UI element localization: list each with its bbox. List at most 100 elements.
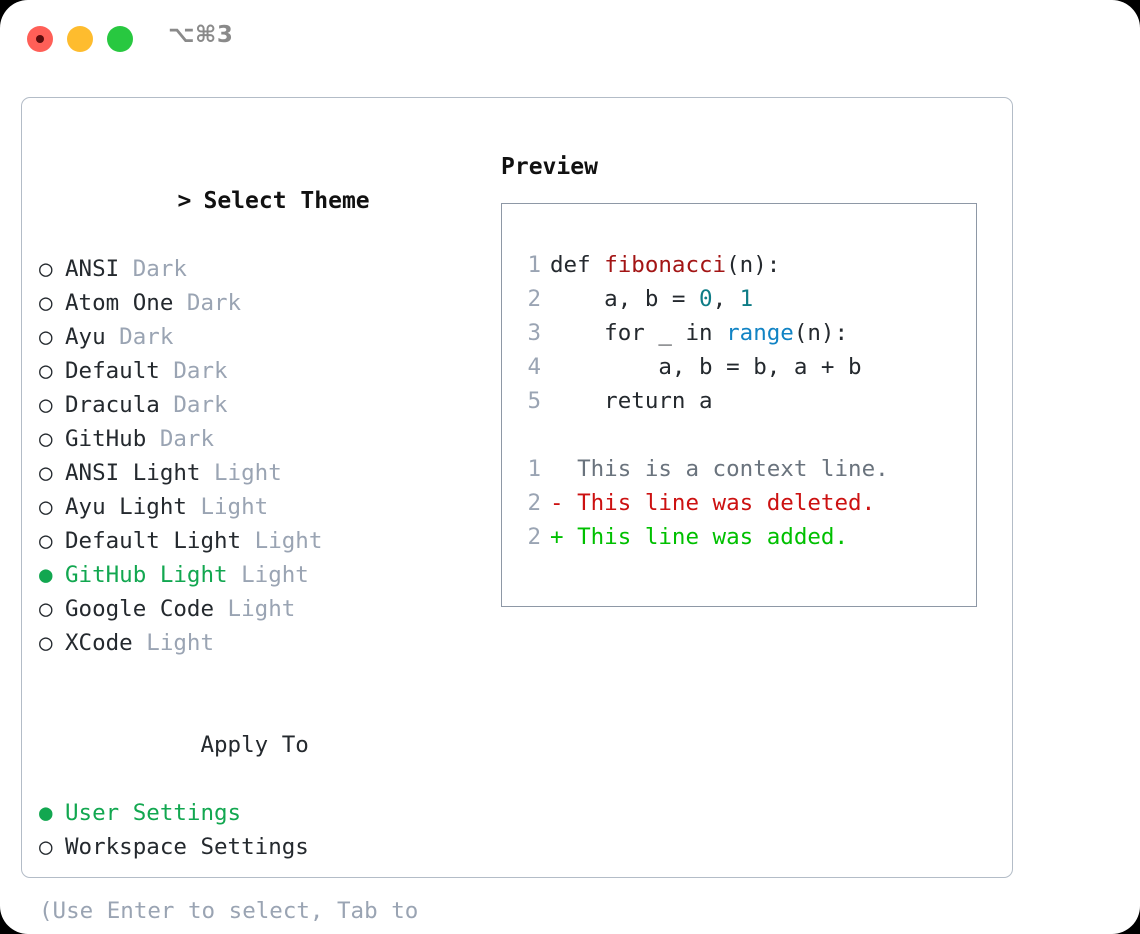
line-number: 3 bbox=[527, 320, 541, 346]
theme-name: ANSI Light bbox=[65, 460, 201, 486]
theme-kind-badge: Light bbox=[227, 562, 309, 588]
line-number: 2 bbox=[527, 490, 541, 516]
apply-to-option[interactable]: ●User Settings bbox=[39, 796, 489, 830]
prompt-caret-icon: > bbox=[177, 188, 192, 214]
title-bar: ⌥⌘3 bbox=[0, 0, 1140, 78]
line-number: 4 bbox=[527, 354, 541, 380]
code-token-plain: a, b = bbox=[550, 286, 700, 312]
line-number: 1 bbox=[527, 456, 541, 482]
radio-unselected-icon: ○ bbox=[39, 460, 53, 486]
diff-text: This line was deleted. bbox=[577, 490, 876, 516]
theme-kind-badge: Light bbox=[186, 494, 269, 520]
radio-unselected-icon: ○ bbox=[39, 392, 53, 418]
window-controls bbox=[27, 26, 133, 52]
line-number: 1 bbox=[527, 252, 541, 278]
code-line: 2 a, b = 0, 1 bbox=[515, 282, 970, 316]
radio-unselected-icon: ○ bbox=[39, 358, 53, 384]
theme-picker-column: >Select Theme ○ANSI Dark○Atom One Dark○A… bbox=[39, 150, 489, 934]
page-title-text: Select Theme bbox=[203, 188, 370, 214]
theme-list-item[interactable]: ○Default Light Light bbox=[39, 524, 489, 558]
code-token-plain: for _ in bbox=[550, 320, 727, 346]
theme-list-item[interactable]: ○ Default Dark bbox=[39, 354, 489, 388]
code-token-plain: (n): bbox=[793, 320, 849, 346]
code-token-plain: return a bbox=[550, 388, 713, 414]
radio-unselected-icon: ○ bbox=[39, 426, 53, 452]
line-number: 2 bbox=[527, 524, 541, 550]
theme-kind-badge: Dark bbox=[159, 392, 228, 418]
theme-list-item[interactable]: ○Ayu Light Light bbox=[39, 490, 489, 524]
theme-name: GitHub bbox=[65, 426, 147, 452]
theme-list-item[interactable]: ○ GitHub Dark bbox=[39, 422, 489, 456]
maximize-button[interactable] bbox=[107, 26, 133, 52]
theme-name: Google Code bbox=[65, 596, 215, 622]
radio-unselected-icon: ○ bbox=[39, 596, 53, 622]
theme-list-item[interactable]: ○ Ayu Dark bbox=[39, 320, 489, 354]
code-token-builtin: range bbox=[726, 320, 794, 346]
theme-name: ANSI bbox=[65, 256, 120, 282]
radio-unselected-icon: ○ bbox=[39, 630, 53, 656]
apply-to-list: ●User Settings ○ Workspace Settings bbox=[39, 796, 489, 864]
code-diff-spacer bbox=[515, 418, 970, 452]
theme-list-item[interactable]: ○ ANSI Light Light bbox=[39, 456, 489, 490]
diff-text: This is a context line. bbox=[577, 456, 889, 482]
theme-list-item[interactable]: ○XCode Light bbox=[39, 626, 489, 660]
theme-list-item[interactable]: ○ Google Code Light bbox=[39, 592, 489, 626]
theme-kind-badge: Light bbox=[214, 596, 296, 622]
page-title: > Select Theme bbox=[39, 150, 489, 252]
theme-kind-badge: Dark bbox=[146, 426, 215, 452]
code-token-plain: a, b = b, a + b bbox=[550, 354, 862, 380]
diff-sign: - bbox=[550, 490, 578, 516]
close-button[interactable] bbox=[27, 26, 53, 52]
theme-name: Ayu bbox=[65, 324, 106, 350]
line-number: 5 bbox=[527, 388, 541, 414]
line-number: 2 bbox=[527, 286, 541, 312]
apply-to-option[interactable]: ○ Workspace Settings bbox=[39, 830, 489, 864]
code-token-num: 0 bbox=[699, 286, 713, 312]
apply-to-option-label: Workspace Settings bbox=[65, 834, 309, 860]
theme-list-item[interactable]: ●GitHub Light Light bbox=[39, 558, 489, 592]
diff-sign bbox=[550, 456, 577, 482]
code-line: 5 return a bbox=[515, 384, 970, 418]
code-token-plain: , bbox=[712, 286, 740, 312]
keyboard-hint: (Use Enter to select, Tab to change focu… bbox=[39, 898, 419, 934]
theme-list-item[interactable]: ○ ANSI Dark bbox=[39, 252, 489, 286]
radio-unselected-icon: ○ bbox=[39, 290, 53, 316]
minimize-button[interactable] bbox=[67, 26, 93, 52]
code-token-fn: fibonacci bbox=[604, 252, 727, 278]
theme-list: ○ANSI Dark○Atom One Dark○Ayu Dark○Defaul… bbox=[39, 252, 489, 660]
theme-kind-badge: Dark bbox=[159, 358, 228, 384]
apply-to-option-label: User Settings bbox=[65, 800, 242, 826]
main-panel: >Select Theme ○ANSI Dark○Atom One Dark○A… bbox=[21, 97, 1013, 934]
apply-to-indent bbox=[174, 728, 200, 762]
apply-to-label-text: Apply To bbox=[200, 732, 309, 758]
diff-line-deleted: 2- This line was deleted. bbox=[515, 486, 970, 520]
code-token-plain: (n): bbox=[726, 252, 781, 278]
radio-unselected-icon: ○ bbox=[39, 494, 53, 520]
preview-title: Preview bbox=[501, 154, 598, 180]
code-token-plain: def bbox=[550, 252, 605, 278]
radio-unselected-icon: ○ bbox=[39, 256, 53, 282]
code-token-num: 1 bbox=[739, 286, 754, 312]
theme-name: Default bbox=[65, 358, 160, 384]
diff-text: This line was added. bbox=[577, 524, 849, 550]
theme-name: GitHub Light bbox=[65, 562, 228, 588]
theme-kind-badge: Light bbox=[200, 460, 282, 486]
theme-list-item[interactable]: ○ Dracula Dark bbox=[39, 388, 489, 422]
theme-name: Atom One bbox=[65, 290, 174, 316]
theme-kind-badge: Dark bbox=[119, 256, 187, 282]
theme-list-item[interactable]: ○Atom One Dark bbox=[39, 286, 489, 320]
diff-line-added: 2+ This line was added. bbox=[515, 520, 970, 554]
theme-kind-badge: Dark bbox=[105, 324, 174, 350]
keyboard-shortcut-label: ⌥⌘3 bbox=[168, 22, 234, 48]
radio-unselected-icon: ○ bbox=[39, 324, 53, 350]
radio-unselected-icon: ○ bbox=[39, 834, 53, 860]
theme-name: Dracula bbox=[65, 392, 160, 418]
code-line: 4 a, b = b, a + b bbox=[515, 350, 970, 384]
apply-to-label: Apply To bbox=[39, 694, 489, 796]
theme-kind-badge: Light bbox=[241, 528, 323, 554]
diff-line-context: 1 This is a context line. bbox=[515, 452, 970, 486]
